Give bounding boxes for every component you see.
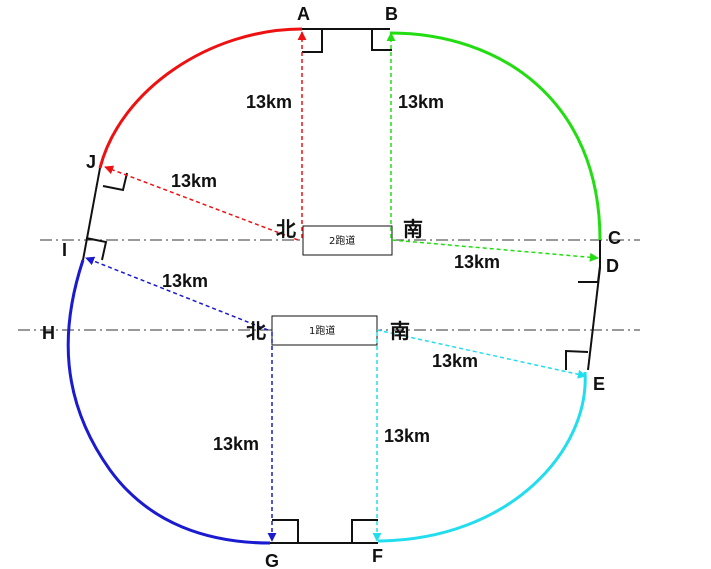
south-label-runway2: 南 (403, 217, 423, 241)
point-label-h: H (42, 323, 55, 343)
point-label-b: B (385, 4, 398, 24)
arc-e-to-f (377, 371, 587, 543)
distance-label-i: 13km (162, 271, 208, 291)
segment-j-i (82, 167, 101, 261)
south-label-runway1: 南 (390, 319, 410, 343)
point-label-g: G (265, 551, 279, 569)
distance-label-a: 13km (246, 92, 292, 112)
arrow-to-e (376, 329, 587, 379)
runway-1-label: 1跑道 (309, 324, 335, 337)
runway-1 (271, 315, 378, 346)
point-label-e: E (593, 374, 605, 394)
distance-label-f: 13km (384, 426, 430, 446)
point-label-f: F (372, 546, 383, 566)
point-label-c: C (608, 228, 621, 248)
distance-label-e: 13km (432, 351, 478, 371)
arc-b-to-c (389, 31, 602, 241)
right-angle-b (371, 29, 392, 51)
north-label-runway1: 北 (246, 319, 266, 343)
arc-i-to-g (66, 259, 271, 545)
runway-2 (302, 225, 393, 256)
distance-label-j: 13km (171, 171, 217, 191)
point-label-i: I (62, 240, 67, 260)
right-angle-f (351, 519, 378, 543)
right-angle-i (85, 237, 108, 261)
right-angle-j (102, 172, 128, 192)
runway-2-label: 2跑道 (329, 234, 355, 247)
right-angle-a (302, 29, 323, 53)
arc-a-to-j (98, 27, 303, 169)
right-angle-e (565, 349, 589, 370)
arrow-to-i (85, 256, 269, 331)
segment-d-e (587, 267, 601, 371)
point-label-j: J (86, 152, 96, 172)
distance-label-d: 13km (454, 252, 500, 272)
distance-label-g: 13km (213, 434, 259, 454)
right-angle-d (578, 265, 601, 283)
right-angle-g (272, 519, 299, 543)
distance-label-b: 13km (398, 92, 444, 112)
arrow-to-j (104, 165, 299, 241)
north-label-runway2: 北 (276, 217, 296, 241)
point-label-d: D (606, 256, 619, 276)
point-label-a: A (297, 4, 310, 24)
